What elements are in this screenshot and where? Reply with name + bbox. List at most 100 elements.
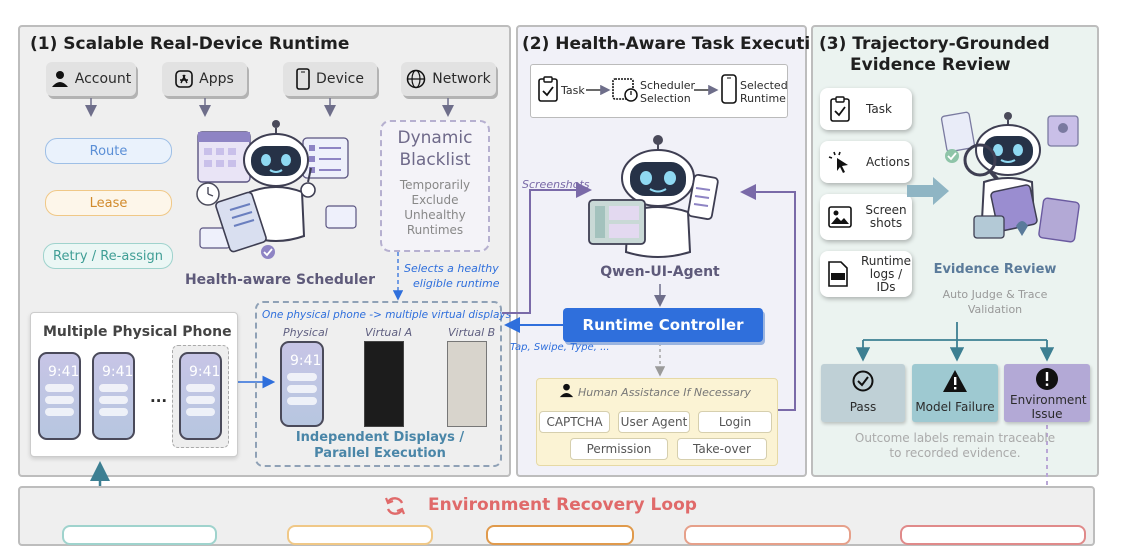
calendar-clock-icon — [612, 78, 638, 102]
physical-phone: 9:41 — [179, 352, 222, 440]
policy-route: Route — [45, 138, 172, 164]
human-item-take-over: Take-over — [677, 438, 767, 460]
image-icon — [828, 206, 852, 228]
virtual-note: One physical phone -> multiple virtual d… — [262, 309, 512, 321]
flow-scheduler-1: Scheduler — [640, 79, 696, 92]
runtime-controller: Runtime Controller — [563, 308, 763, 342]
outcome-note-line2: to recorded evidence. — [889, 446, 1021, 460]
policy-lease: Lease — [45, 190, 172, 216]
flow-task: Task — [561, 84, 585, 97]
physical-phones-title: Multiple Physical Phone — [43, 324, 232, 340]
evidence-label: Screen shots — [865, 203, 907, 230]
clipboard-icon — [538, 76, 558, 102]
ellipsis: ... — [150, 388, 168, 406]
human-item-captcha: CAPTCHA — [539, 411, 610, 433]
evidence-arrow — [907, 177, 949, 205]
alert-circle-icon — [1036, 368, 1058, 390]
independent-line1: Independent Displays / — [295, 430, 465, 445]
recovery-box-1 — [62, 525, 217, 545]
recovery-box-3 — [486, 525, 634, 545]
blacklist-desc-2: Exclude — [411, 193, 459, 207]
cursor-click-icon — [828, 151, 848, 173]
display-virtual-b — [447, 341, 487, 427]
recovery-box-5 — [900, 525, 1086, 545]
blacklist-desc-3: Unhealthy — [404, 208, 466, 222]
refresh-icon — [384, 497, 406, 515]
outcome-pass: Pass — [821, 364, 905, 422]
recovery-title: Environment Recovery Loop — [428, 495, 697, 515]
panel2-title: (2) Health-Aware Task Execution — [522, 34, 835, 54]
globe-icon — [407, 69, 426, 89]
outcome-model-failure: Model Failure — [912, 364, 998, 422]
evidence-label: Task — [866, 102, 892, 116]
resource-label: Network — [432, 71, 491, 87]
warning-icon — [943, 370, 967, 392]
actions-label: Tap, Swipe, Type, ... — [510, 342, 610, 353]
outcome-label: Model Failure — [915, 400, 995, 414]
blacklist-title-line1: Dynamic — [397, 128, 473, 148]
resource-label: Apps — [199, 71, 234, 87]
physical-phone: 9:41 — [38, 352, 81, 440]
evidence-card-logs: Runtime logs / IDs — [820, 251, 912, 297]
selects-note-line2: eligible runtime — [413, 277, 500, 290]
panel1-title: (1) Scalable Real-Device Runtime — [30, 34, 350, 54]
panel3-title-line2: Evidence Review — [850, 55, 1011, 75]
review-robot-illustration — [940, 111, 1080, 243]
resource-network: Network — [401, 62, 496, 96]
review-sub-line1: Auto Judge & Trace — [942, 288, 1048, 301]
independent-line2: Parallel Execution — [314, 446, 446, 461]
task-flow-box — [530, 64, 788, 118]
blacklist-desc-4: Runtimes — [406, 223, 464, 237]
flow-runtime-2: Runtime — [740, 92, 786, 105]
human-item-permission: Permission — [570, 438, 668, 460]
scheduler-robot-illustration — [196, 120, 357, 259]
panel2-arrows — [502, 84, 796, 411]
clipboard-icon — [830, 96, 850, 122]
policy-retry: Retry / Re-assign — [43, 243, 173, 269]
runtime-controller-label: Runtime Controller — [582, 316, 744, 334]
blacklist-title-line2: Blacklist — [399, 150, 471, 170]
evidence-card-task: Task — [820, 88, 912, 130]
evidence-label: Actions — [866, 155, 910, 169]
display-physical: 9:41 — [280, 341, 324, 427]
user-icon — [559, 383, 574, 398]
evidence-card-actions: Actions — [820, 141, 912, 183]
phone-icon — [296, 68, 310, 90]
human-item-login: Login — [698, 411, 772, 433]
recovery-box-2 — [287, 525, 433, 545]
resource-apps: Apps — [162, 62, 247, 96]
display-virtual-a — [364, 341, 404, 427]
resource-account: Account — [46, 62, 136, 96]
blacklist-desc-1: Temporarily — [399, 178, 471, 192]
outcome-label: Pass — [849, 400, 877, 414]
display-label-virtual-a: Virtual A — [365, 326, 413, 339]
outcome-environment-issue: Environment Issue — [1004, 364, 1090, 422]
flow-scheduler-2: Selection — [640, 92, 691, 105]
resource-device: Device — [283, 62, 377, 96]
display-label-virtual-b: Virtual B — [448, 326, 496, 339]
app-store-icon — [175, 70, 193, 88]
resource-label: Account — [74, 71, 132, 87]
evidence-label: Runtime logs / IDs — [860, 253, 912, 294]
phone-icon — [721, 74, 737, 104]
human-item-user-agent: User Agent — [618, 411, 690, 433]
display-label-physical: Physical — [283, 326, 328, 339]
user-icon — [51, 71, 68, 87]
evidence-card-screenshots: Screen shots — [820, 194, 912, 240]
virtual-displays-box — [255, 301, 502, 467]
physical-phone: 9:41 — [92, 352, 135, 440]
agent-robot-illustration — [588, 135, 719, 258]
recovery-box-4 — [684, 525, 851, 545]
review-sub-line2: Validation — [967, 303, 1023, 316]
panel3-title-line1: (3) Trajectory-Grounded — [819, 34, 1050, 54]
flow-runtime-1: Selected — [740, 79, 788, 92]
agent-label: Qwen-UI-Agent — [600, 264, 720, 280]
evidence-review-label: Evidence Review — [933, 262, 1057, 277]
outcome-note-line1: Outcome labels remain traceable — [854, 431, 1056, 445]
scheduler-label: Health-aware Scheduler — [184, 272, 376, 288]
screenshots-label: Screenshots — [522, 178, 590, 191]
resource-label: Device — [316, 71, 364, 87]
human-assistance-title: Human Assistance If Necessary — [578, 386, 751, 399]
outcome-label: Environment Issue — [1010, 393, 1087, 421]
log-file-icon — [828, 261, 848, 287]
